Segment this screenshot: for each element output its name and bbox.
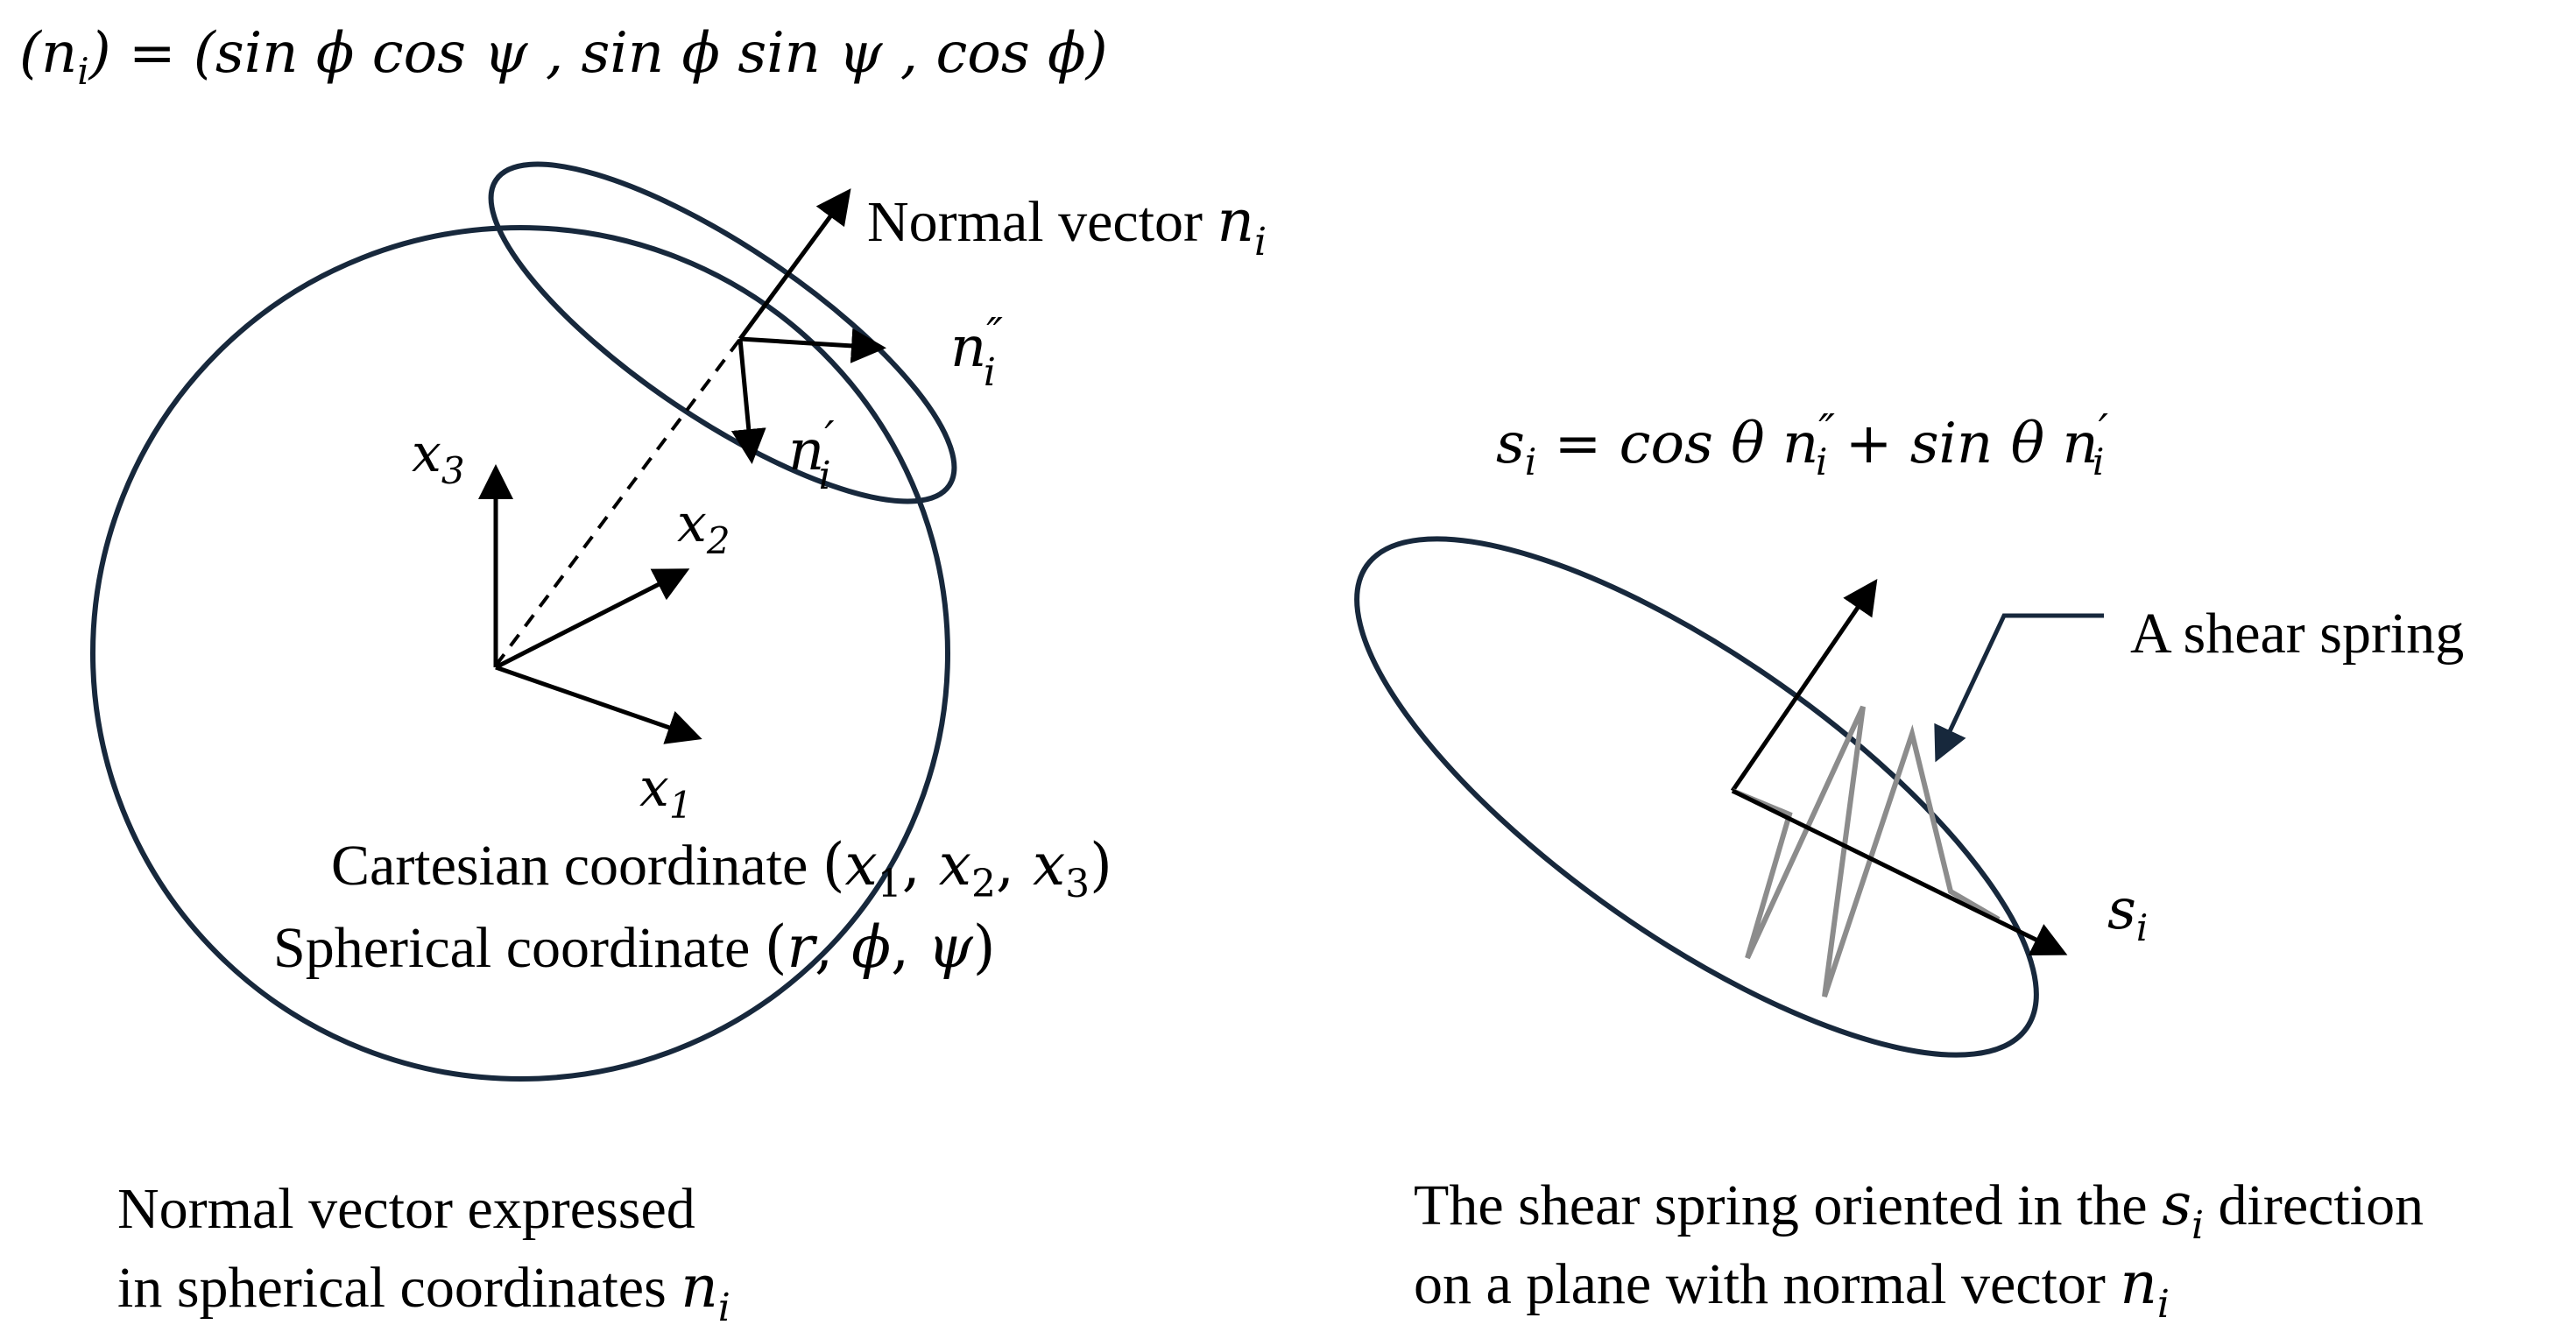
plane-normal-arrow — [1730, 579, 1878, 793]
normal-vector-label: Normal vector ni — [867, 187, 1267, 264]
axis-x1-label: x1 — [639, 758, 693, 827]
cartesian-coordinate-text: Cartesian coordinate (x1, x2, x3) — [331, 831, 1112, 906]
left-figure: (ni) = (sin ϕ cos ψ , sin ϕ sin ψ , cos … — [19, 21, 1267, 1330]
right-caption-line1: The shear spring oriented in the si dire… — [1414, 1171, 2424, 1248]
right-figure: si = cos θ n″i + sin θ n′i A shear sprin… — [1354, 405, 2464, 1327]
shear-spring-label: A shear spring — [2130, 602, 2464, 666]
shear-spring-zigzag — [1731, 705, 2001, 997]
s-direction-label: si — [2107, 877, 2148, 949]
axis-x2-label: x2 — [677, 493, 730, 562]
normal-vector-arrow — [738, 188, 851, 341]
n-double-prime-label: n″i — [950, 308, 1003, 395]
radius-dashed-line — [494, 337, 742, 667]
s-direction-arrow — [1731, 788, 2068, 955]
shear-direction-formula: si = cos θ n″i + sin θ n′i — [1496, 405, 2109, 483]
sphere-outline — [90, 225, 950, 1082]
n-prime-arrow — [730, 338, 766, 464]
n-prime-label: n′i — [788, 412, 835, 498]
normal-vector-formula: (ni) = (sin ϕ cos ψ , sin ϕ sin ψ , cos … — [19, 21, 1108, 93]
shear-plane-ellipse — [1354, 536, 2039, 1058]
n-double-prime-arrow — [739, 328, 886, 363]
left-caption-line2: in spherical coordinates ni — [117, 1253, 730, 1330]
axis-x2-arrow — [494, 568, 690, 670]
axis-x3-label: x3 — [412, 423, 465, 492]
tangent-plane-ellipse — [488, 161, 957, 504]
left-caption-line1: Normal vector expressed — [117, 1177, 695, 1241]
axis-x1-arrow — [495, 665, 702, 744]
right-caption-line2: on a plane with normal vector ni — [1414, 1250, 2170, 1327]
spherical-coordinate-text: Spherical coordinate (r, ϕ, ψ) — [273, 913, 996, 981]
spring-label-leader — [1934, 613, 2104, 763]
